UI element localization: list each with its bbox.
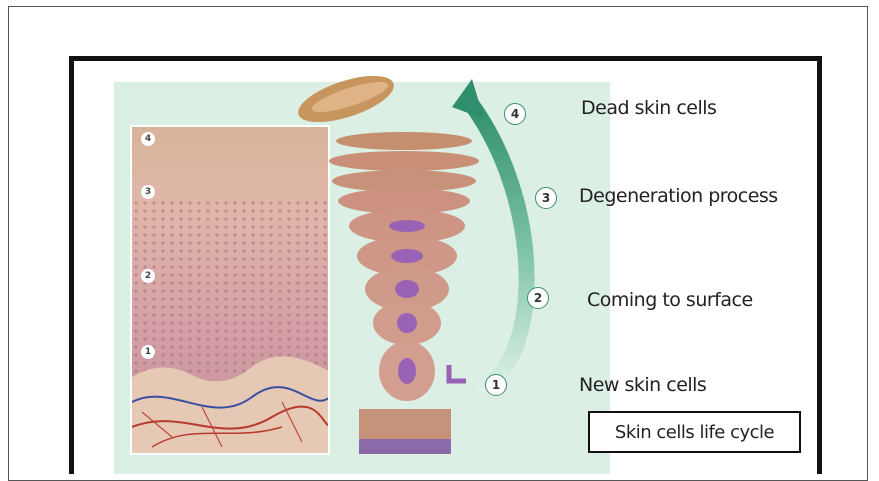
arrow-marker-4: 4: [504, 103, 526, 125]
arrow-marker-2: 2: [527, 287, 549, 309]
arrow-marker-1: 1: [485, 374, 507, 396]
label-degeneration-process: Degeneration process: [579, 185, 778, 207]
caption-box: Skin cells life cycle: [588, 411, 801, 453]
arrow-marker-3: 3: [535, 187, 557, 209]
label-dead-skin-cells: Dead skin cells: [581, 97, 716, 119]
label-coming-to-surface: Coming to surface: [587, 289, 753, 311]
diagram-frame: 4 3 2 1: [69, 56, 822, 474]
label-new-skin-cells: New skin cells: [579, 374, 706, 396]
caption-text: Skin cells life cycle: [615, 422, 774, 443]
lifecycle-arrow: [469, 101, 527, 391]
lifecycle-arrowhead: [452, 79, 484, 119]
